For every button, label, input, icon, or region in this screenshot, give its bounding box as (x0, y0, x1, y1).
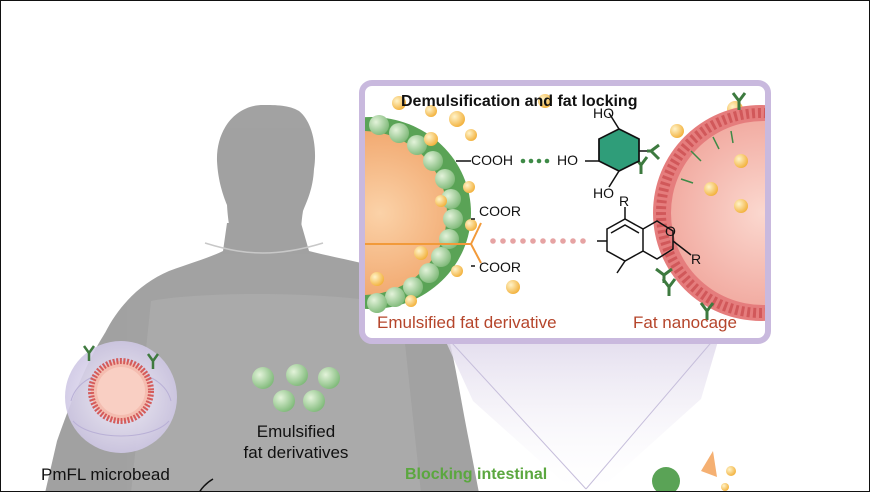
ho-bottom-label: HO (593, 185, 614, 201)
cooh-label: COOH (471, 152, 513, 168)
ho-mid-label: HO (557, 152, 578, 168)
emulsified-fat-derivative-label: Emulsified fat derivative (377, 313, 557, 332)
pmfl-microbead-label: PmFL microbead (41, 465, 170, 484)
emulsified-line2: fat derivatives (243, 443, 349, 462)
pmfl-microbead (65, 341, 177, 453)
emulsified-fat-derivatives-label: Emulsified fat derivatives (221, 421, 371, 463)
emulsified-line1: Emulsified (256, 422, 336, 441)
coor-bottom-label: COOR (479, 259, 521, 275)
fat-nanocage-label: Fat nanocage (633, 313, 737, 332)
inset-panel (359, 80, 771, 344)
emulsified-droplets (252, 364, 340, 412)
r-top-label: R (619, 193, 630, 209)
ho-top-label: HO (593, 105, 614, 121)
magnify-funnel (441, 331, 721, 489)
blocking-intestinal-label: Blocking intestinal (405, 466, 548, 483)
torso-shade (131, 294, 421, 491)
bottom-right-fragment (652, 451, 736, 491)
r-right-label: R (691, 251, 702, 267)
ring-oxygen-label: O (665, 223, 676, 239)
panel-title: Demulsification and fat locking (401, 93, 638, 110)
coor-top-label: COOR (479, 203, 521, 219)
